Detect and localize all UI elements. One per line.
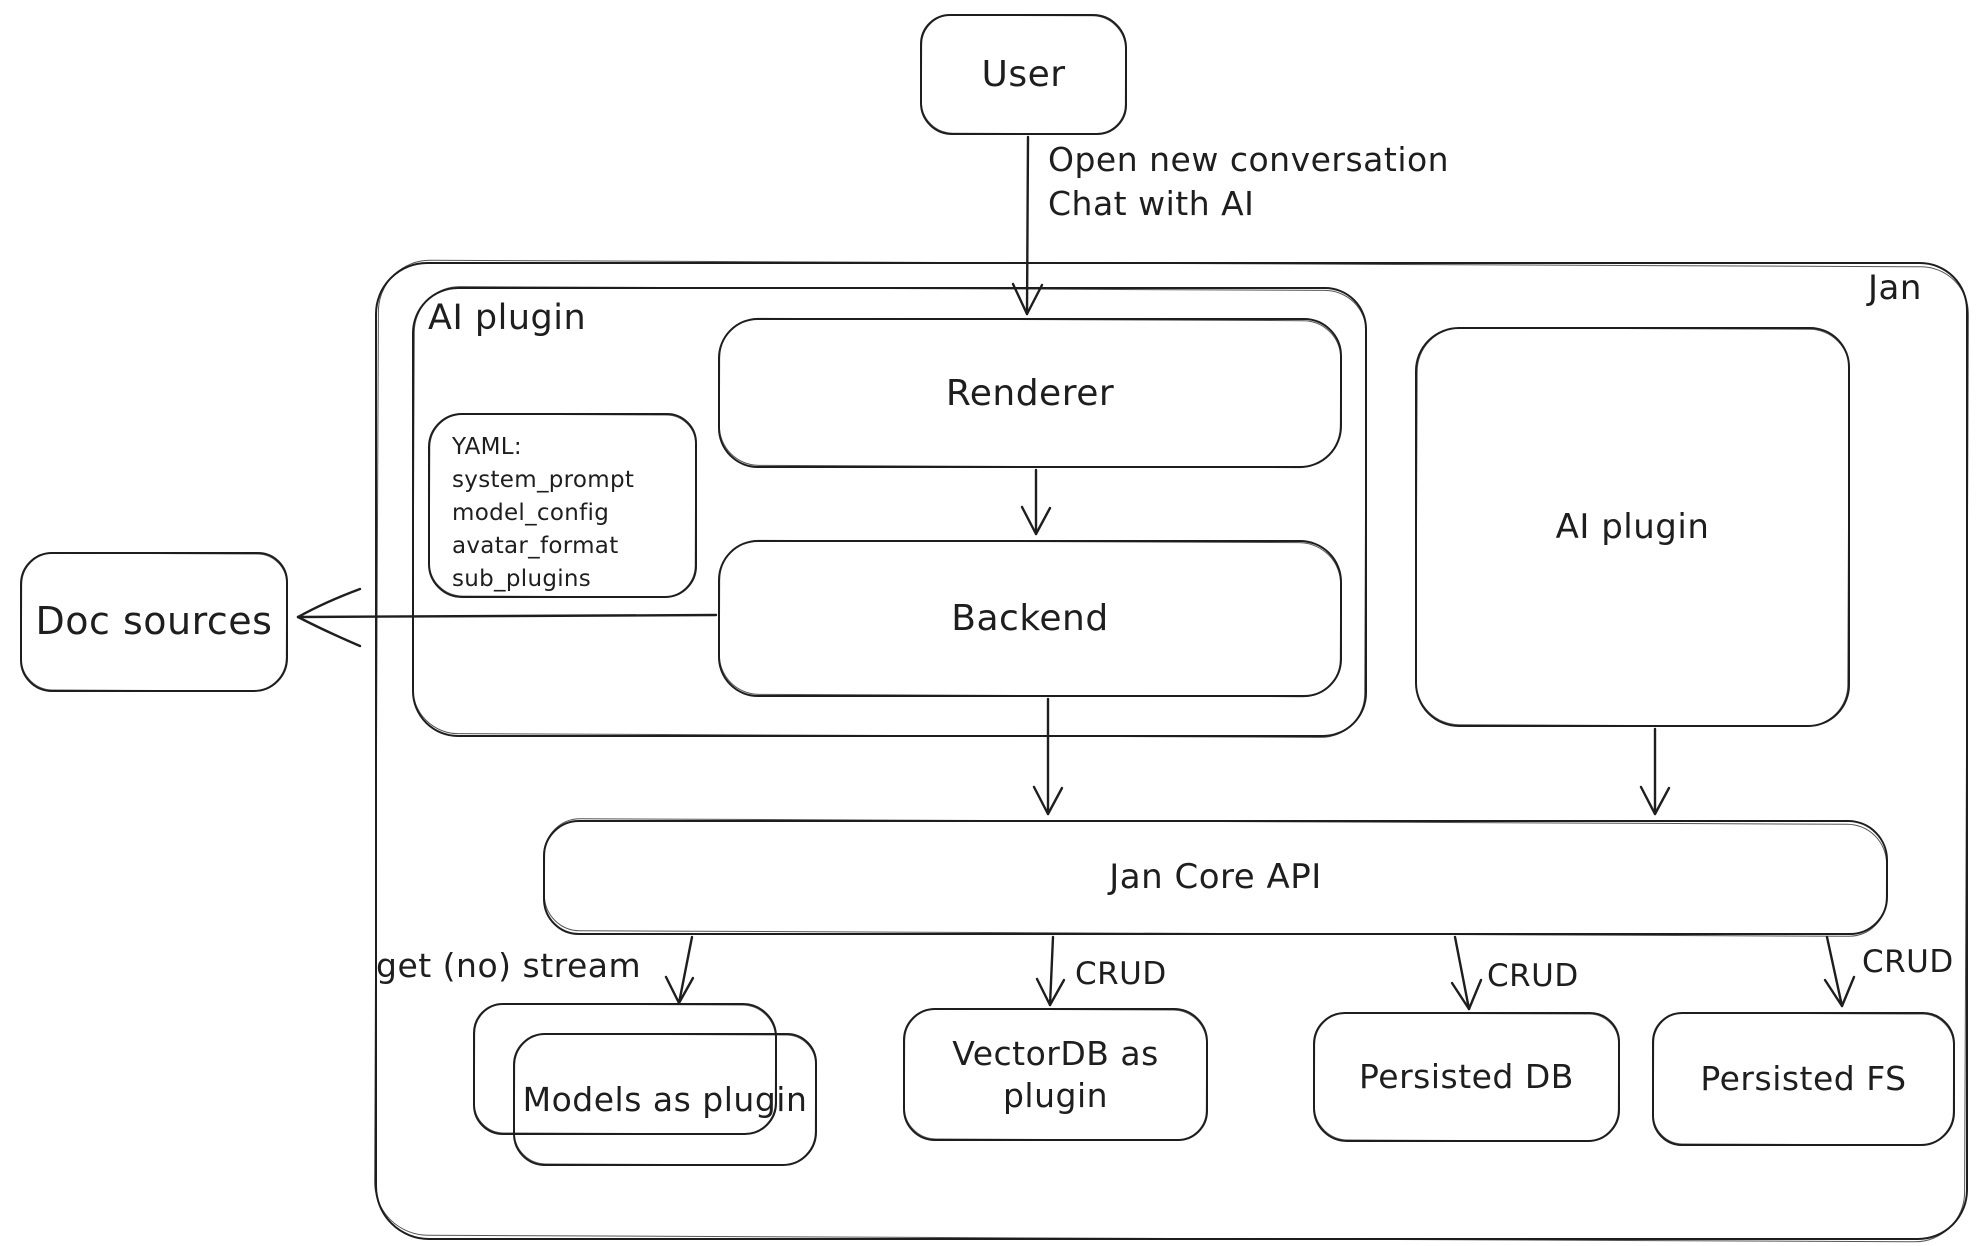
edge-label-line: Open new conversation [1048,140,1450,179]
node-vectordb-as-plugin-label: VectorDB as plugin [952,1034,1159,1115]
node-user[interactable]: User [920,14,1127,135]
node-vectordb-as-plugin[interactable]: VectorDB as plugin [903,1008,1208,1141]
node-ai-plugin-group[interactable] [412,287,1367,737]
node-backend-label: Backend [951,598,1109,639]
node-jan-core-api[interactable]: Jan Core API [543,820,1888,935]
edge-label-crud-persisted-fs: CRUD [1862,944,1954,980]
node-backend[interactable]: Backend [718,540,1342,697]
node-ai-plugin-group-label: AI plugin [428,298,587,338]
node-user-label: User [981,54,1066,95]
node-doc-sources-label: Doc sources [35,599,273,644]
yaml-note-lines: YAML: system_prompt model_config avatar_… [430,415,634,596]
edge-label-crud-persisted-db: CRUD [1487,958,1579,994]
node-ai-plugin-right-label: AI plugin [1555,506,1710,547]
yaml-line: avatar_format [452,533,619,559]
edge-label-user-to-renderer: Open new conversation Chat with AI [1048,138,1449,226]
node-models-as-plugin-label: Models as plugin [522,1079,808,1119]
yaml-line: model_config [452,500,610,526]
edge-label-get-no-stream: get (no) stream [376,946,642,985]
node-renderer-label: Renderer [945,372,1115,414]
node-jan-container-label: Jan [1868,268,1922,308]
node-jan-container[interactable] [375,262,1968,1240]
edge-label-crud-vectordb: CRUD [1075,956,1167,992]
node-persisted-fs[interactable]: Persisted FS [1652,1012,1955,1146]
node-renderer[interactable]: Renderer [718,318,1342,468]
node-ai-plugin-right[interactable]: AI plugin [1415,327,1850,727]
node-persisted-db-label: Persisted DB [1359,1057,1574,1097]
node-yaml-note[interactable]: YAML: system_prompt model_config avatar_… [428,413,697,598]
yaml-line: sub_plugins [452,566,592,592]
yaml-line: YAML: [452,434,522,460]
node-persisted-fs-label: Persisted FS [1700,1059,1907,1099]
node-persisted-db[interactable]: Persisted DB [1313,1012,1620,1142]
node-doc-sources[interactable]: Doc sources [20,552,288,692]
node-models-as-plugin[interactable]: Models as plugin [513,1033,817,1166]
edge-label-line: Chat with AI [1048,184,1255,223]
yaml-line: system_prompt [452,467,635,493]
node-jan-core-api-label: Jan Core API [1109,857,1322,898]
